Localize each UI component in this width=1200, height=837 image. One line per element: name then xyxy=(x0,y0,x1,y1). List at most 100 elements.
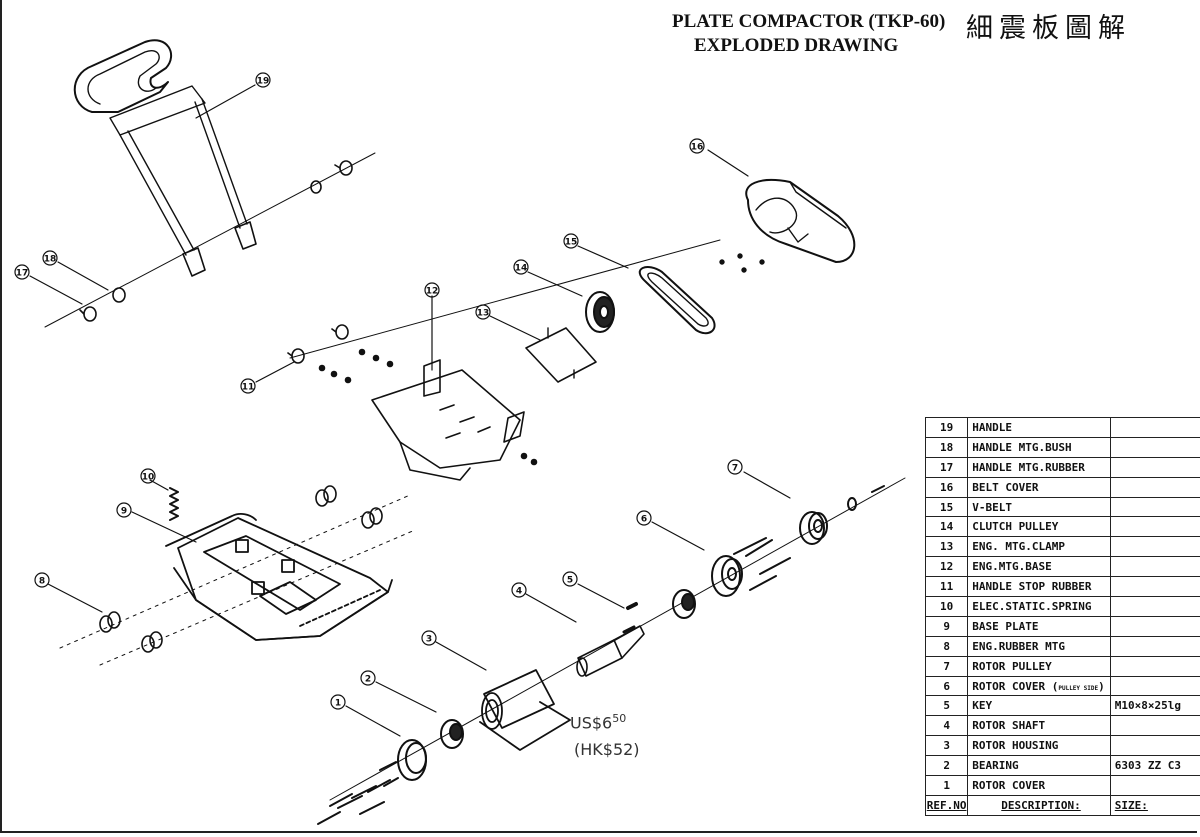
callout-13: 13 xyxy=(475,304,491,320)
title-line-2: EXPLODED DRAWING xyxy=(694,35,899,56)
callout-text: 15 xyxy=(565,238,578,248)
part-description: V-BELT xyxy=(967,496,1111,518)
callout-text: 19 xyxy=(257,77,270,87)
callout-text: 8 xyxy=(39,577,45,587)
part-ref-no: 8 xyxy=(924,635,969,657)
part-size xyxy=(1109,576,1200,598)
belt-cover-part xyxy=(719,179,856,273)
callout-9: 9 xyxy=(116,502,132,518)
part-description-text: HANDLE MTG.RUBBER xyxy=(972,460,1085,474)
part-description-text: ENG.MTG.BASE xyxy=(972,560,1052,574)
callout-6: 6 xyxy=(636,510,652,526)
part-size xyxy=(1109,675,1200,697)
part-description: ROTOR COVER xyxy=(967,775,1111,796)
price-note-hkd: (HK$52) xyxy=(574,740,640,759)
part-ref-no: 9 xyxy=(924,615,969,637)
part-ref-no: 15 xyxy=(924,496,969,518)
part-description-note: PULLEY SIDE xyxy=(1058,684,1099,692)
callout-text: 7 xyxy=(732,464,738,474)
chinese-title: 細震板圖解 xyxy=(966,13,1131,44)
header-ref-no: REF.NO xyxy=(924,794,969,816)
callout-text: 11 xyxy=(242,383,255,393)
part-ref-no: 10 xyxy=(924,596,969,617)
part-description: KEY xyxy=(967,695,1111,717)
engine-rubber-mounts xyxy=(99,485,383,653)
callout-17: 17 xyxy=(14,264,30,280)
part-description: HANDLE MTG.BUSH xyxy=(967,436,1111,458)
callout-15: 15 xyxy=(563,233,579,249)
part-description: CLUTCH PULLEY xyxy=(967,516,1111,538)
part-description-text: V-BELT xyxy=(972,500,1012,514)
part-description-text: BASE PLATE xyxy=(972,619,1039,633)
part-size xyxy=(1109,456,1200,478)
callout-12: 12 xyxy=(424,282,440,298)
callout-19: 19 xyxy=(255,72,271,88)
part-size: 6303 ZZ C3 xyxy=(1109,755,1200,777)
engine-base-part xyxy=(371,359,525,481)
callout-text: 18 xyxy=(44,255,57,265)
rotor-bearing-right xyxy=(672,589,696,619)
callout-10: 10 xyxy=(140,468,156,484)
part-ref-no: 17 xyxy=(924,456,969,478)
callout-7: 7 xyxy=(727,459,743,475)
handle-part xyxy=(73,39,257,277)
rotor-shaft-part xyxy=(576,625,645,677)
part-description-text: KEY xyxy=(972,699,993,713)
part-ref-no: 2 xyxy=(924,755,969,777)
header-size: SIZE: xyxy=(1109,794,1200,816)
callout-5: 5 xyxy=(562,571,578,587)
part-description-text: ROTOR HOUSING xyxy=(972,739,1059,753)
part-description: ELEC.STATIC.SPRING xyxy=(967,596,1111,617)
part-description-text: BEARING xyxy=(972,759,1019,773)
price-note-usd: US$650 xyxy=(570,712,626,732)
part-ref-no: 7 xyxy=(924,655,969,677)
callout-bubbles: 19 16 18 17 15 14 12 13 11 10 9 7 6 8 5 … xyxy=(14,72,743,710)
part-description: ENG. MTG.CLAMP xyxy=(967,536,1111,558)
callout-text: 13 xyxy=(477,309,490,319)
drawing-title: PLATE COMPACTOR (TKP-60) EXPLODED DRAWIN… xyxy=(672,10,945,58)
part-description-text: HANDLE STOP RUBBER xyxy=(972,580,1092,594)
part-size xyxy=(1109,556,1200,578)
callout-text: 3 xyxy=(426,635,432,645)
callout-3: 3 xyxy=(421,630,437,646)
rotor-cover-pulley-side-part xyxy=(711,539,777,597)
part-size xyxy=(1109,735,1200,757)
part-description: ENG.MTG.BASE xyxy=(967,556,1111,578)
part-size: M10×8×25lg xyxy=(1109,695,1200,717)
header-description: DESCRIPTION: xyxy=(967,794,1111,816)
part-size xyxy=(1109,715,1200,737)
rotor-bearing-left xyxy=(440,719,464,749)
part-description: HANDLE STOP RUBBER xyxy=(967,576,1111,598)
part-ref-no: 14 xyxy=(924,516,969,538)
mount-axis-upper xyxy=(59,494,411,649)
part-ref-no: 16 xyxy=(924,476,969,498)
callout-text: 5 xyxy=(567,576,573,586)
callout-18: 18 xyxy=(42,250,58,266)
part-ref-no: 18 xyxy=(924,436,969,458)
callout-text: 12 xyxy=(426,287,439,297)
callout-text: 4 xyxy=(516,587,522,597)
leader-lines xyxy=(29,84,791,737)
v-belt-part xyxy=(638,266,716,335)
v-belt-inner xyxy=(647,272,709,327)
part-description: ROTOR HOUSING xyxy=(967,735,1111,757)
callout-14: 14 xyxy=(513,259,529,275)
rotor-cover-part xyxy=(379,739,427,787)
part-description-text: BELT COVER xyxy=(972,480,1039,494)
part-description-text: ROTOR PULLEY xyxy=(972,659,1052,673)
